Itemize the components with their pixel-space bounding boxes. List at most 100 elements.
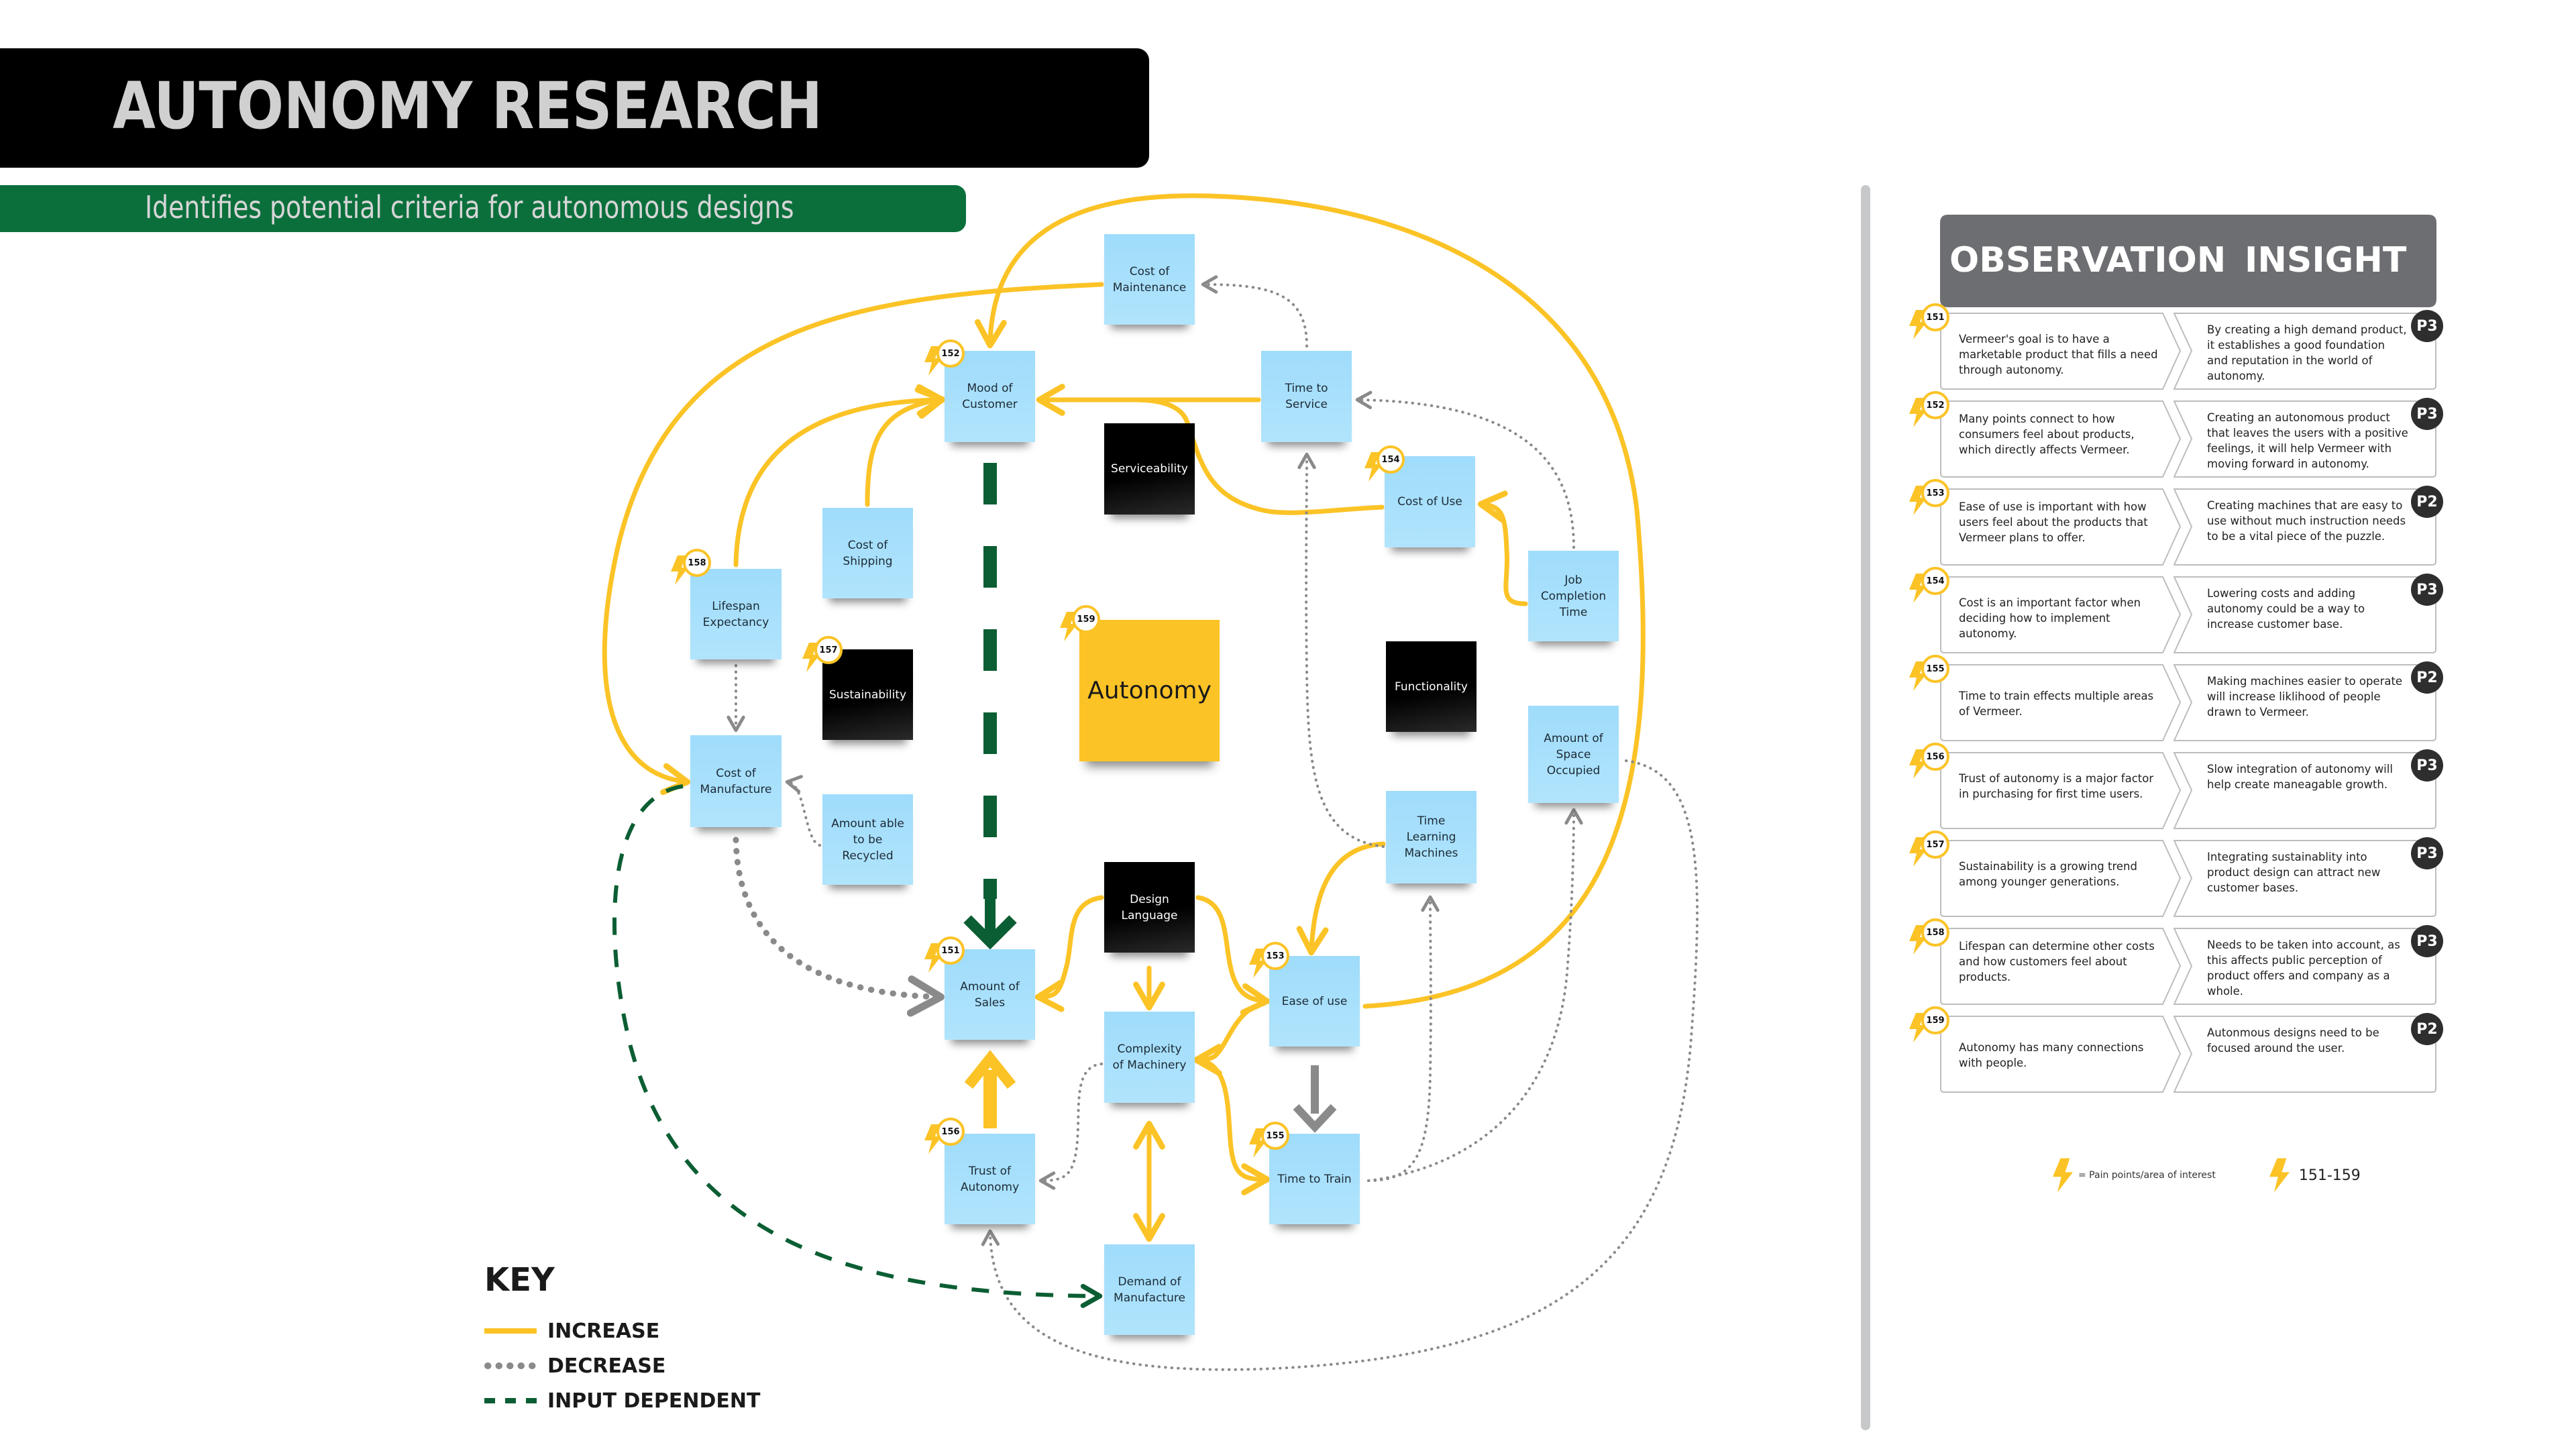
insight-text: By creating a high demand product, it es… (2207, 323, 2407, 382)
note-label: Lifespan Expectancy (702, 599, 769, 629)
insight-header: INSIGHT (2245, 240, 2407, 280)
note-design-language[interactable]: Design Language (1104, 862, 1195, 953)
lightning-bolt-icon (1909, 925, 1927, 955)
note-functionality[interactable]: Functionality (1386, 641, 1477, 732)
edge-learning-to-ease (1296, 841, 1386, 956)
edge-complexity-to-trust (1038, 1063, 1103, 1190)
note-sustainability[interactable]: Sustainability (822, 649, 913, 740)
key-row-increase: INCREASE (484, 1313, 760, 1348)
lightning-bolt-icon (1249, 949, 1267, 978)
note-job-completion-time[interactable]: Job Completion Time (1528, 551, 1619, 641)
lightning-bolt-icon (1909, 574, 1927, 603)
observation-text: Time to train effects multiple areas of … (1959, 690, 2154, 718)
badge-number: 156 (936, 1118, 965, 1146)
note-cost-of-manufacture[interactable]: Cost of Manufacture (690, 735, 782, 827)
observation-text: Vermeer's goal is to have a marketable p… (1959, 333, 2158, 376)
row-badge: 152 (1909, 391, 1949, 427)
observation-insight-row: Lifespan can determine other costs and h… (1909, 918, 2443, 1010)
pain-point-legend: = Pain points/area of interest 151-159 (2053, 1158, 2361, 1193)
row-badge: 156 (1909, 743, 1949, 779)
note-label: Demand of Manufacture (1114, 1275, 1185, 1305)
note-label: Serviceability (1111, 462, 1188, 476)
insight-header-shape (2168, 215, 2436, 307)
priority-badge: P3 (2411, 837, 2443, 869)
badge-number: 155 (1261, 1122, 1289, 1150)
observation-header-shape (1940, 215, 2200, 307)
edge-trust-to-sales-head-arrow (964, 1050, 1016, 1089)
badge-156: 156 (924, 1118, 965, 1154)
edge-ease-to-mood-loop (975, 193, 1646, 1009)
note-label: Design Language (1121, 892, 1178, 922)
priority-badge: P3 (2411, 749, 2443, 782)
lightning-bolt-icon (1909, 1013, 1927, 1042)
badge-number: 159 (1072, 605, 1100, 633)
edge-service-to-maintenance (1201, 275, 1308, 347)
badge-number: 151 (936, 936, 965, 965)
edge-recycled-to-manufacture (785, 775, 821, 847)
page-title: AUTONOMY RESEARCH (113, 68, 822, 144)
row-badge: 151 (1909, 303, 1949, 339)
increase-line-swatch (484, 1328, 537, 1334)
observation-text: Sustainability is a growing trend among … (1959, 860, 2137, 888)
note-complexity-of-machinery[interactable]: Complexity of Machinery (1104, 1012, 1195, 1103)
badge-number: 154 (1921, 567, 1949, 595)
lightning-bolt-icon (1909, 837, 1927, 867)
note-cost-of-maintenance[interactable]: Cost of Maintenance (1104, 234, 1195, 325)
lightning-bolt-icon (1909, 749, 1927, 779)
note-autonomy[interactable]: Autonomy (1079, 620, 1220, 761)
observation-insight-row: Time to train effects multiple areas of … (1909, 655, 2443, 747)
note-label: Cost of Shipping (843, 538, 893, 568)
note-ease-of-use[interactable]: Ease of use (1269, 956, 1360, 1046)
insight-text: Needs to be taken into account, as this … (2207, 938, 2400, 998)
note-lifespan-expectancy[interactable]: Lifespan Expectancy (690, 569, 782, 659)
badge-number: 159 (1921, 1006, 1949, 1034)
edge-costuse-to-mood (1131, 397, 1385, 515)
edge-train-to-learning (1367, 895, 1440, 1182)
insight-text: Autonmous designs need to be focused aro… (2207, 1026, 2379, 1055)
note-cost-of-shipping[interactable]: Cost of Shipping (822, 508, 913, 598)
note-amount-of-sales[interactable]: Amount of Sales (945, 949, 1035, 1040)
note-time-to-service[interactable]: Time to Service (1261, 351, 1352, 442)
observation-text: Many points connect to how consumers fee… (1959, 413, 2135, 456)
panel-header: OBSERVATION INSIGHT (1932, 215, 2442, 307)
insight-text: Creating machines that are easy to use w… (2207, 499, 2406, 543)
badge-155: 155 (1249, 1122, 1289, 1158)
priority-badge: P3 (2411, 398, 2443, 430)
note-time-learning-machines[interactable]: Time Learning Machines (1386, 791, 1477, 883)
note-amount-recycled[interactable]: Amount able to be Recycled (822, 794, 913, 885)
lightning-bolt-icon (1909, 486, 1927, 515)
lightning-bolt-icon (1060, 612, 1077, 641)
edge-job-to-costuse (1477, 490, 1528, 606)
badge-153: 153 (1249, 942, 1289, 978)
edge-ease-to-train-head (1293, 1104, 1337, 1133)
note-time-to-train[interactable]: Time to Train (1269, 1134, 1360, 1224)
key-label: INCREASE (547, 1319, 660, 1343)
note-demand-of-manufacture[interactable]: Demand of Manufacture (1104, 1244, 1195, 1335)
key-row-decrease: DECREASE (484, 1348, 760, 1383)
note-amount-of-space-occupied[interactable]: Amount of Space Occupied (1528, 706, 1619, 803)
observation-insight-rows: Vermeer's goal is to have a marketable p… (1909, 303, 2443, 1098)
badge-number: 153 (1921, 479, 1949, 507)
priority-badge: P2 (2411, 1013, 2443, 1045)
badge-number: 155 (1921, 655, 1949, 683)
row-badge: 158 (1909, 918, 1949, 955)
observation-text: Cost is an important factor when decidin… (1959, 596, 2141, 640)
page-subtitle: Identifies potential criteria for autono… (145, 189, 794, 225)
note-label: Cost of Use (1397, 495, 1462, 508)
observation-text: Ease of use is important with how users … (1959, 500, 2148, 544)
note-mood-of-customer[interactable]: Mood of Customer (945, 351, 1035, 442)
note-trust-of-autonomy[interactable]: Trust of Autonomy (945, 1134, 1035, 1224)
note-label: Job Completion Time (1540, 573, 1607, 619)
note-label: Time Learning Machines (1404, 814, 1458, 860)
lightning-bolt-icon (1249, 1128, 1267, 1158)
edge-job-to-service (1355, 390, 1575, 549)
pain-points-range: 151-159 (2298, 1167, 2361, 1184)
input-dependent-line-swatch (484, 1398, 537, 1403)
lightning-bolt-icon (924, 1124, 942, 1154)
note-serviceability[interactable]: Serviceability (1104, 423, 1195, 515)
note-cost-of-use[interactable]: Cost of Use (1385, 456, 1475, 547)
priority-badge: P2 (2411, 661, 2443, 694)
badge-number: 158 (683, 549, 711, 577)
note-label: Complexity of Machinery (1112, 1042, 1187, 1072)
